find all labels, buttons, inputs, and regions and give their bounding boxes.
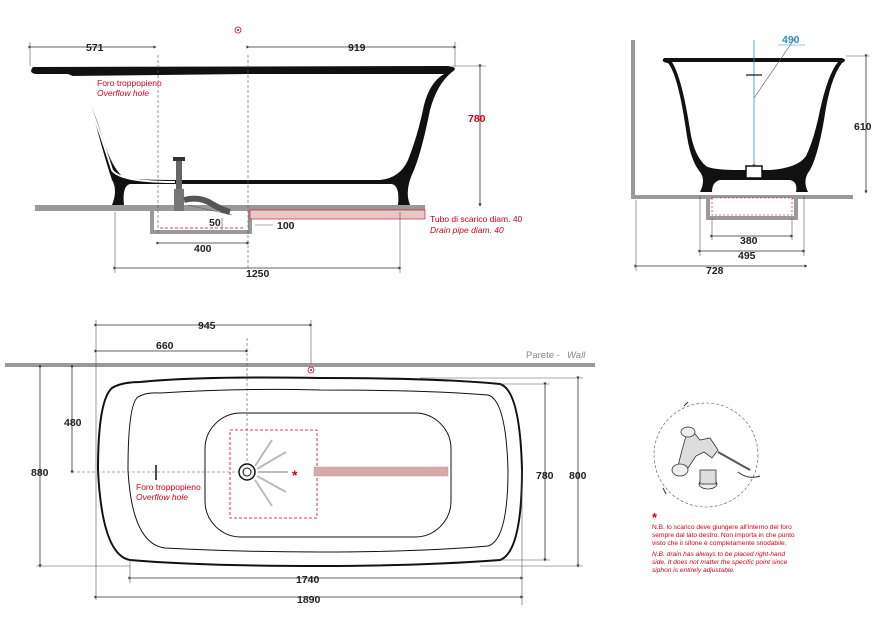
end-dim-490: 490 [782, 34, 800, 46]
note-it-line2: sempre dal lato destro. Non importa in c… [652, 532, 795, 539]
plan-wall-label-it: Parete - [526, 350, 560, 361]
plan-dim-480: 480 [64, 417, 82, 429]
side-dim-571: 571 [86, 42, 104, 54]
end-dim-380: 380 [740, 235, 758, 247]
side-drain-label-it: Tubo di scarico diam. 40 [430, 214, 523, 224]
siphon-icon [671, 426, 761, 490]
end-dim-610: 610 [854, 121, 872, 133]
plan-view: Parete - Wall * Foro troppopieno Overflo… [5, 320, 595, 606]
plan-basin [204, 412, 452, 538]
plan-dim-945: 945 [198, 320, 216, 332]
side-overflow-label-en: Overflow hole [97, 88, 149, 98]
side-overflow-label-it: Foro troppopieno [97, 78, 162, 88]
plan-drain-pipe [313, 466, 449, 477]
side-drain-pipe [249, 209, 426, 220]
note-it-line3: visto che il sifone è completamente snod… [652, 540, 787, 547]
siphon-detail [653, 401, 761, 508]
plan-wall [5, 363, 595, 367]
plan-dim-660: 660 [156, 340, 174, 352]
plan-dim-880: 880 [31, 467, 49, 479]
end-wall-floor [631, 40, 853, 199]
plan-dim-1890: 1890 [297, 594, 321, 606]
end-dim-495: 495 [738, 250, 756, 262]
end-tub-inner [672, 62, 838, 170]
plan-dim-780: 780 [536, 470, 554, 482]
installation-note: * N.B. lo scarico deve giungere all'inte… [652, 510, 795, 574]
side-dim-1250: 1250 [246, 268, 270, 280]
side-view: 571 919 780 50 100 400 1250 Foro troppop… [28, 26, 523, 280]
plan-overflow-label-it: Foro troppopieno [136, 482, 201, 492]
note-en-line2: side. It does not matter the specific po… [652, 559, 788, 566]
end-dim-728: 728 [706, 265, 724, 277]
note-it-line1: N.B. lo scarico deve giungere all'intern… [652, 524, 792, 531]
plan-dim-800: 800 [569, 470, 587, 482]
plan-dim-1740: 1740 [296, 574, 320, 586]
note-en-line3: siphon is entirely adjustable. [652, 567, 735, 574]
side-dim-780: 780 [468, 113, 486, 125]
side-dim-400: 400 [194, 243, 212, 255]
side-drain-label-en: Drain pipe diam. 40 [430, 225, 504, 235]
side-dim-50: 50 [209, 217, 221, 229]
note-asterisk: * [652, 510, 658, 525]
side-tub-inner [70, 74, 444, 180]
plan-tub-inner [127, 388, 509, 553]
side-floor-recess [150, 211, 252, 234]
end-view: 490 610 380 495 728 [631, 34, 872, 277]
plan-tub-outer [96, 376, 524, 568]
end-floor-recess [706, 197, 798, 220]
plan-overflow-label-en: Overflow hole [136, 492, 188, 502]
plan-asterisk: * [292, 467, 298, 483]
side-floor [35, 205, 425, 211]
plan-drain-hole [238, 463, 256, 481]
side-dim-100: 100 [277, 220, 295, 232]
side-dim-919: 919 [348, 42, 366, 54]
note-en-line1: N.B. drain has always to be placed right… [652, 551, 785, 558]
plan-wall-label-en: Wall [567, 350, 586, 361]
